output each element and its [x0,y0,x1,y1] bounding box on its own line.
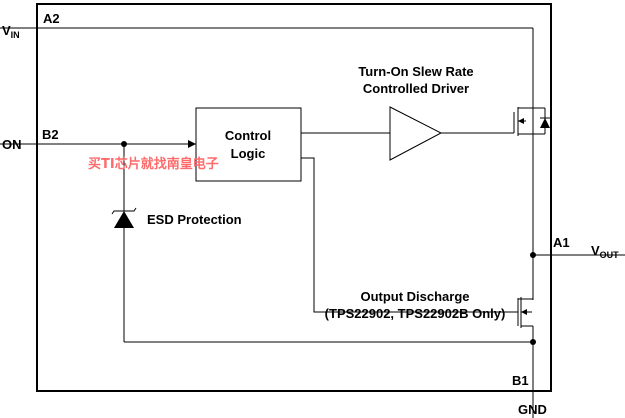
control-logic-label-1: Control [225,128,271,143]
control-logic-block [195,107,302,182]
on-label: ON [2,137,22,152]
output-discharge-label-2: (TPS22902, TPS22902B Only) [325,306,506,321]
driver-title-2: Controlled Driver [363,81,469,96]
vout-label: VOUT [591,243,619,260]
esd-diode [114,211,134,228]
driver-title-1: Turn-On Slew Rate [358,64,473,79]
gnd-label: GND [518,402,547,417]
driver-triangle [389,106,443,161]
discharge-mosfet [517,255,534,418]
b1-label: B1 [512,373,529,388]
a1-label: A1 [553,235,570,250]
vin-label: VIN [2,23,20,40]
esd-label: ESD Protection [147,212,242,227]
output-discharge-label-1: Output Discharge [360,289,469,304]
package-outline [36,3,552,392]
watermark-text: 买TI芯片就找南皇电子 [88,156,219,172]
b2-label: B2 [42,127,59,142]
power-mosfet [513,107,550,255]
control-logic-label-2: Logic [231,146,266,161]
esd-zener-bar [111,207,137,215]
gnd-junction [530,339,536,345]
arrowhead [188,140,196,148]
a2-label: A2 [43,11,60,26]
